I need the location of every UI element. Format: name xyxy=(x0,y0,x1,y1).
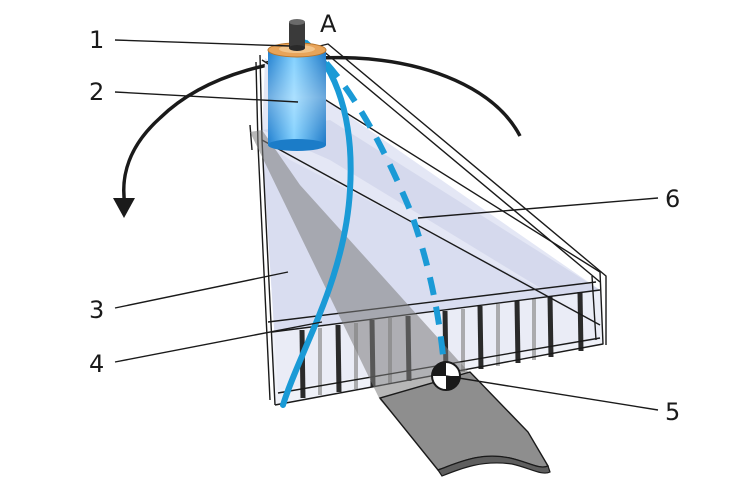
label-3: 3 xyxy=(89,296,104,324)
leader-5 xyxy=(445,375,659,411)
label-4: 4 xyxy=(89,350,104,378)
label-2: 2 xyxy=(89,78,104,106)
leader-6 xyxy=(417,197,659,219)
leader-2 xyxy=(114,91,299,103)
rotation-arrow xyxy=(113,55,522,218)
nozzle xyxy=(289,19,305,51)
leader-1 xyxy=(114,39,291,47)
blue-cylinder xyxy=(267,42,327,151)
grey-bar xyxy=(250,130,551,477)
label-1: 1 xyxy=(89,26,104,54)
label-a: A xyxy=(320,10,337,38)
label-5: 5 xyxy=(665,398,680,426)
curved-arrow-icon xyxy=(113,198,135,218)
leader-3 xyxy=(114,271,289,309)
blue-tube xyxy=(280,37,354,408)
label-6: 6 xyxy=(665,185,680,213)
dashed-trajectory xyxy=(303,39,447,367)
leader-4 xyxy=(114,321,323,363)
